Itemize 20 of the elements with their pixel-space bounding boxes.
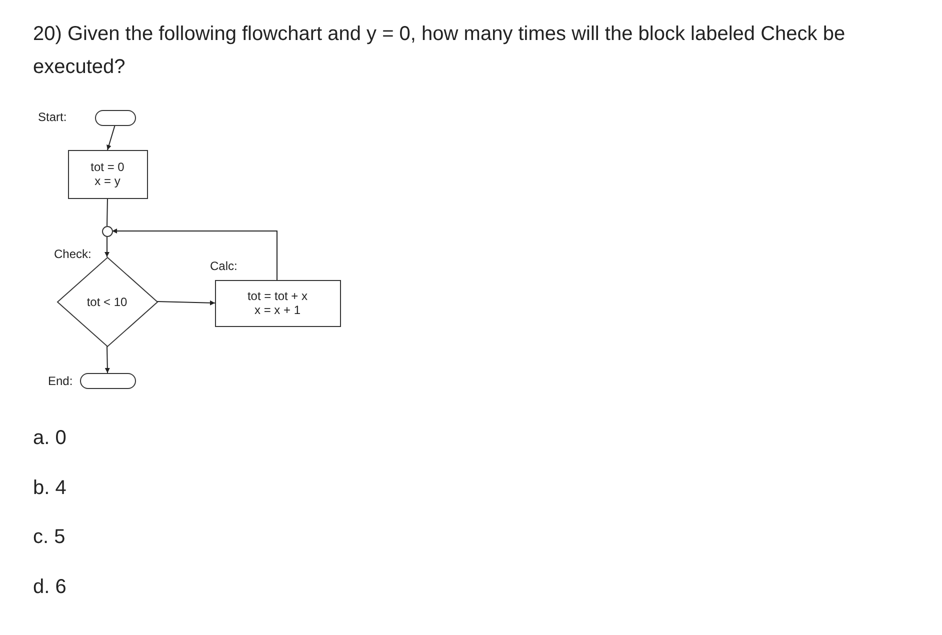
arrow bbox=[104, 236, 110, 258]
statement-text: x = y bbox=[94, 174, 120, 188]
statement-text: tot = 0 bbox=[90, 160, 124, 174]
arrow bbox=[156, 300, 216, 306]
arrow bbox=[104, 346, 110, 374]
statement-text: x = x + 1 bbox=[254, 303, 301, 317]
answer-option: a. 0 bbox=[33, 427, 66, 450]
block-label: Calc: bbox=[210, 259, 238, 273]
answer-option: d. 6 bbox=[33, 576, 66, 598]
statement-text: tot < 10 bbox=[86, 294, 128, 308]
answer-option: c. 5 bbox=[33, 526, 66, 549]
connector-line bbox=[106, 198, 108, 226]
arrow bbox=[112, 228, 278, 280]
question-text: 20) Given the following flowchart and y = 0, how many times will the block labeled Check be executed? bbox=[33, 22, 846, 80]
answer-option: b. 4 bbox=[33, 476, 66, 500]
statement-text: tot = tot + x bbox=[247, 289, 308, 303]
arrow bbox=[106, 124, 116, 150]
block-label: Start: bbox=[38, 110, 67, 124]
block-label: Check: bbox=[54, 247, 92, 261]
block-label: End: bbox=[48, 374, 73, 388]
